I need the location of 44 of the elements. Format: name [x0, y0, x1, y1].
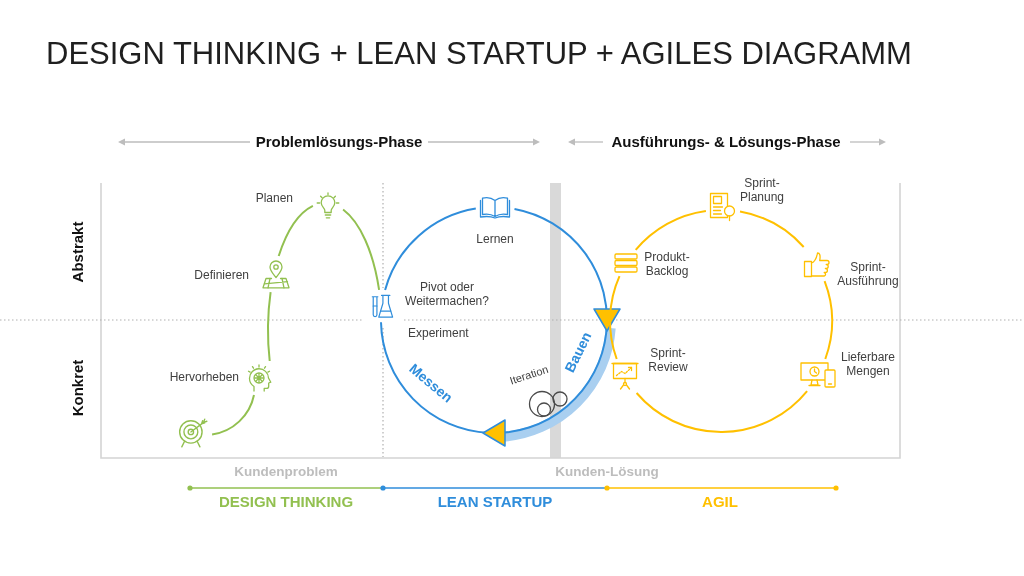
icon-caption: Experiment [408, 326, 469, 340]
section-label: Kundenproblem [234, 464, 338, 480]
connector-arc [609, 275, 621, 360]
icon-caption: Produkt- Backlog [644, 250, 690, 278]
connector-arc [823, 280, 833, 360]
connector-arc [211, 394, 255, 436]
phase-heading: Ausführungs- & Lösungs-Phase [611, 133, 841, 151]
lightbulb-icon [316, 192, 340, 220]
method-label: DESIGN THINKING [218, 493, 354, 511]
connector-arc [267, 291, 272, 362]
connector-arc [635, 390, 809, 433]
flask-icon [370, 293, 394, 319]
icon-caption: Pivot oder Weitermachen? [404, 280, 490, 308]
connector-arc [277, 204, 314, 257]
connector-arc [342, 208, 381, 291]
target-icon [177, 418, 209, 448]
stacked-layers-icon [614, 253, 638, 273]
icon-caption: Planen [255, 191, 293, 205]
connector-arc [739, 210, 805, 248]
axis-label: Konkret [69, 359, 87, 417]
icon-caption: Hervorheben [169, 370, 239, 384]
connector-arc [634, 210, 707, 251]
icon-caption: Sprint- Planung [740, 176, 784, 204]
icon-caption: Lernen [476, 232, 514, 246]
document-magnifier-icon [709, 192, 737, 222]
section-label: Kunden-Lösung [555, 464, 659, 480]
book-icon [479, 195, 511, 219]
cycle-label: Iteration [508, 362, 550, 388]
icon-caption: Lieferbare Mengen [841, 350, 895, 378]
monitor-phone-icon [800, 362, 836, 388]
presentation-chart-icon [611, 362, 639, 390]
phase-heading: Problemlösungs-Phase [255, 133, 423, 151]
icon-caption: Sprint- Ausführung [837, 260, 899, 288]
method-label: LEAN STARTUP [437, 493, 553, 511]
cycle-arrow [380, 207, 621, 447]
icon-caption: Sprint- Review [648, 346, 688, 374]
icon-caption: Definieren [194, 268, 249, 282]
connector-arc [384, 207, 477, 291]
method-label: AGIL [702, 493, 738, 511]
head-icon [247, 364, 273, 392]
map-pin-icon [262, 259, 290, 289]
diagram-title: DESIGN THINKING + LEAN STARTUP + AGILES DIAGRAMM [46, 36, 912, 72]
axis-label: Abstrakt [69, 221, 87, 283]
thumbs-up-icon [803, 250, 831, 278]
